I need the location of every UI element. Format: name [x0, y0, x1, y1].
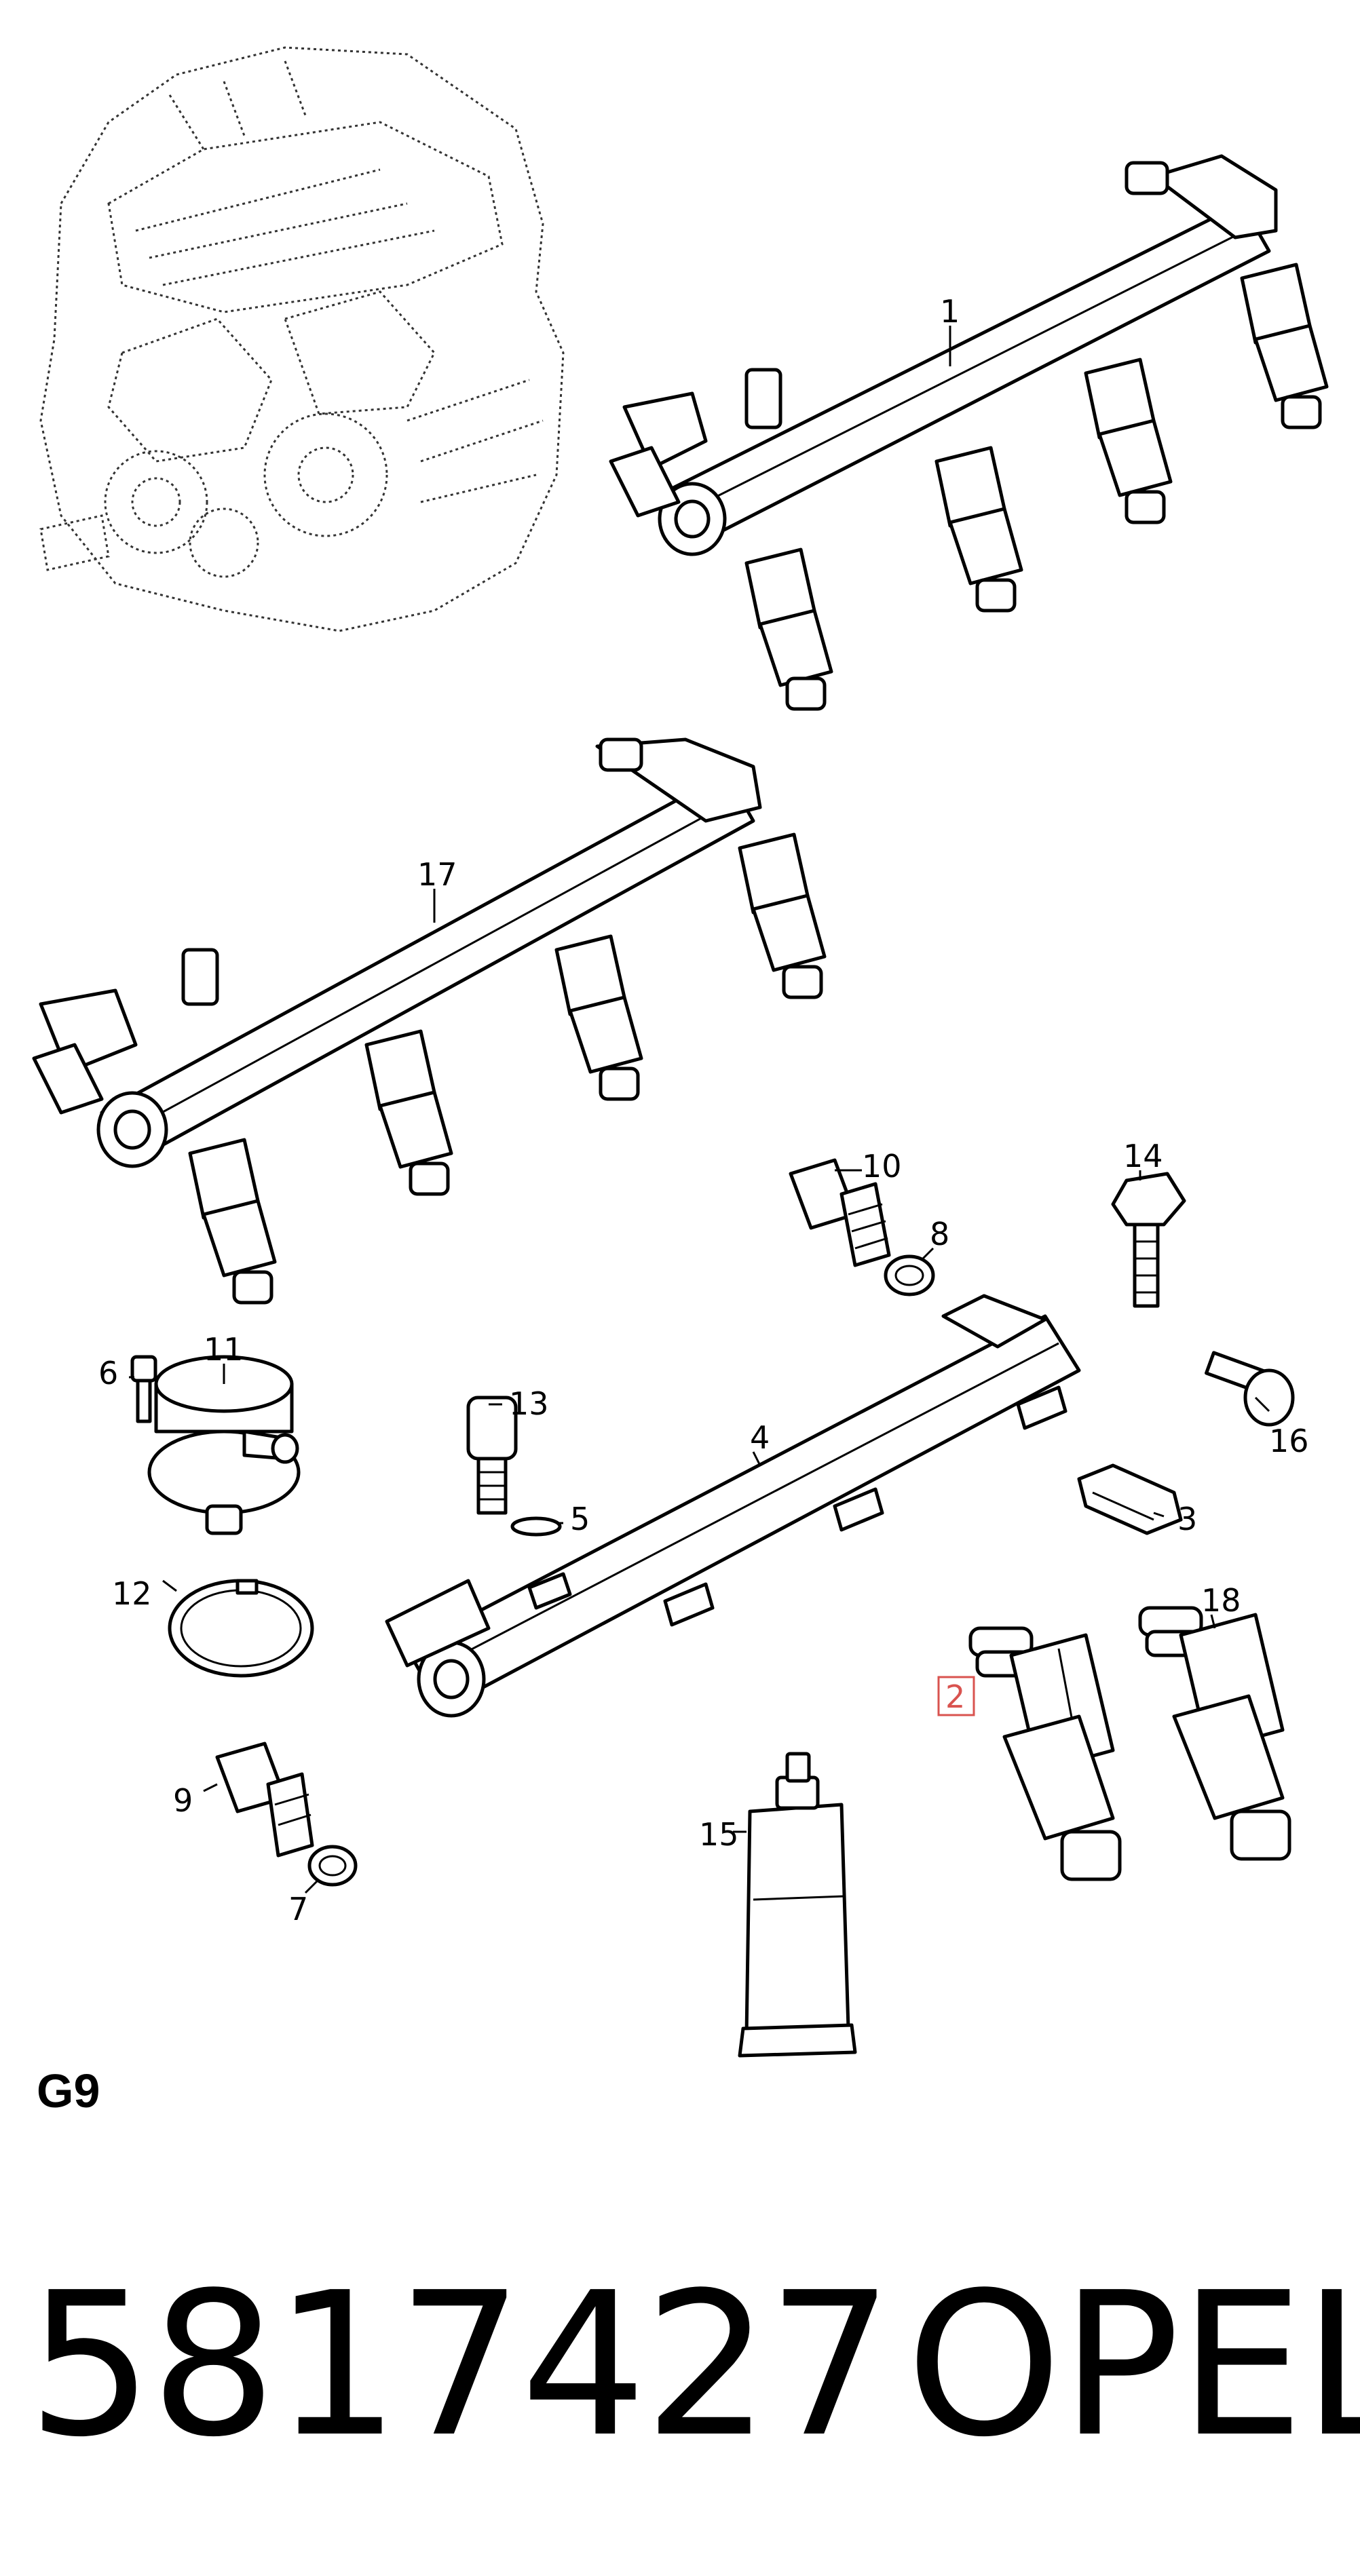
seal-5 [510, 1516, 562, 1537]
callout-16: 16 [1269, 1423, 1309, 1459]
callout-2: 2 [945, 1678, 965, 1715]
fuel-rail-assembly-1 [609, 154, 1329, 711]
callout-15: 15 [699, 1816, 739, 1853]
callout-11: 11 [204, 1331, 244, 1368]
callout-4: 4 [750, 1419, 770, 1456]
callout-12: 12 [112, 1575, 152, 1612]
callout-1: 1 [940, 293, 960, 330]
nipple-13 [466, 1396, 518, 1515]
bolt-16 [1205, 1351, 1295, 1427]
callout-14: 14 [1123, 1138, 1163, 1174]
callout-labels: 1 17 10 8 14 6 11 13 5 4 16 3 12 18 9 7 … [98, 293, 1309, 1927]
callout-3: 3 [1177, 1501, 1197, 1537]
union-fitting-10 [789, 1158, 891, 1267]
fuel-injector-18 [1138, 1606, 1291, 1861]
callout-2-highlight [937, 1676, 975, 1716]
callout-5: 5 [570, 1501, 590, 1537]
callout-8: 8 [930, 1216, 949, 1252]
diagram-code: G9 [37, 2064, 100, 2117]
fuel-rail-4 [385, 1294, 1081, 1718]
brand-name: OPEL [906, 2250, 1360, 2480]
clip-3 [1077, 1463, 1183, 1535]
retaining-ring-12 [168, 1579, 314, 1678]
fuel-rail-assembly-17 [32, 737, 827, 1305]
callout-17: 17 [417, 856, 457, 893]
seal-ring-8 [884, 1254, 935, 1296]
callout-13: 13 [509, 1385, 549, 1422]
engine-thumbnail [39, 46, 565, 632]
callout-9: 9 [173, 1782, 193, 1819]
seal-7 [307, 1845, 358, 1887]
bolt-14 [1111, 1172, 1186, 1308]
fuel-injector-2 [968, 1626, 1122, 1881]
callout-10: 10 [862, 1148, 902, 1185]
union-9 [215, 1742, 314, 1858]
callout-7: 7 [288, 1891, 308, 1927]
leader-lines [129, 326, 1270, 1894]
screw-6 [130, 1355, 157, 1423]
part-number: 5817427 [27, 2250, 893, 2480]
grease-tube-15 [738, 1752, 857, 2058]
callout-6: 6 [98, 1355, 118, 1391]
callout-18: 18 [1201, 1582, 1241, 1619]
